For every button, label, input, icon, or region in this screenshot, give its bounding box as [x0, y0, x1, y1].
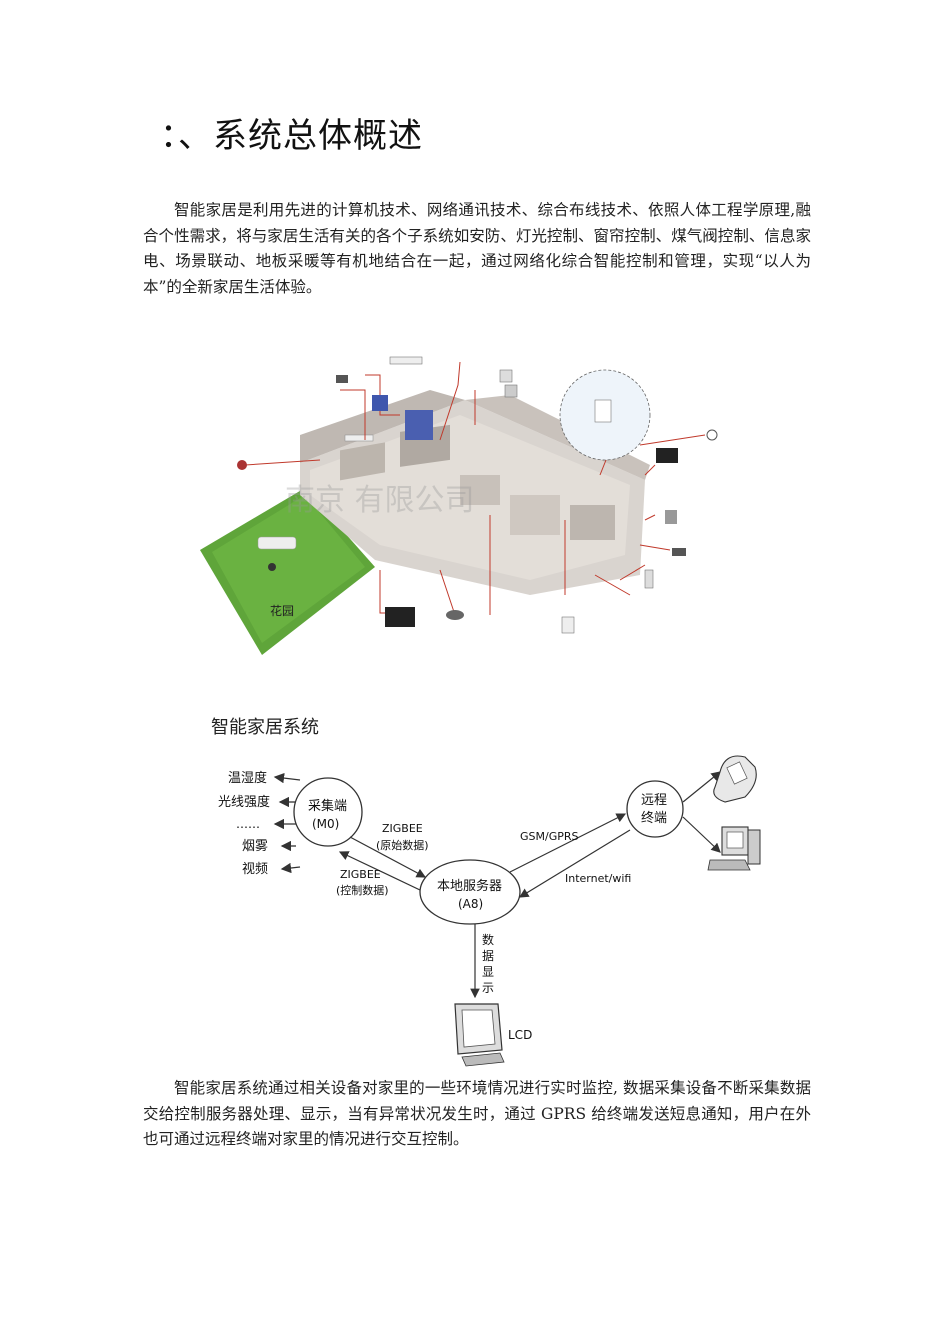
collector-label: 采集端	[308, 798, 347, 814]
zigbee-down-arrow	[338, 851, 421, 891]
sensor-label: 温湿度	[228, 770, 267, 786]
air-conditioner-icon	[344, 434, 374, 442]
system-architecture-diagram: 温湿度 光线强度 …… 烟雾 视频 采集端 (M0) 本地服务器 (A8) 远程…	[218, 755, 761, 1067]
zigbee-down-label-sub: (控制数据)	[336, 883, 389, 897]
tv-icon	[385, 607, 415, 627]
alarm-icon	[237, 460, 247, 470]
collector-node	[293, 777, 363, 847]
garden-label: 花园	[270, 603, 294, 618]
sensor-arrows	[273, 772, 301, 874]
internet-arrow	[518, 829, 631, 898]
remote-label: 远程	[641, 793, 667, 808]
garden-table-icon	[257, 536, 297, 550]
display-label-char: 显	[482, 965, 494, 979]
server-label-sub: (A8)	[458, 897, 483, 911]
sensor-label: 视频	[242, 862, 268, 877]
curtain-icon	[405, 410, 433, 440]
light-icon	[706, 429, 718, 441]
indoor-monitor-icon	[656, 448, 678, 463]
sensor-label: ……	[236, 817, 260, 831]
ac-unit-icon	[389, 356, 423, 365]
sensor-label: 烟雾	[242, 839, 268, 854]
video-phone-2-icon	[504, 384, 518, 398]
camera-icon	[336, 375, 348, 383]
intro-paragraph: 智能家居是利用先进的计算机技术、网络通讯技术、综合布线技术、依照人体工程学原理,…	[143, 201, 811, 296]
door-camera-icon	[665, 510, 677, 524]
display-label-char: 示	[482, 981, 494, 995]
gsm-label: GSM/GPRS	[520, 830, 579, 843]
remote-label-sub: 终端	[641, 810, 667, 826]
zigbee-down-label: ZIGBEE	[340, 868, 381, 881]
window-curtain-icon	[372, 395, 388, 411]
lcd-monitor-icon	[454, 1003, 505, 1067]
socket-icon	[561, 616, 575, 634]
collector-label-sub: (M0)	[312, 817, 339, 831]
house-back-wall	[300, 390, 465, 463]
garden-camera-icon	[268, 563, 276, 571]
zigbee-up-arrow	[349, 836, 427, 878]
internet-label: Internet/wifi	[565, 872, 631, 885]
sensor-label: 光线强度	[218, 794, 270, 810]
zigbee-up-label-sub: (原始数据)	[376, 838, 429, 852]
remote-node	[626, 780, 684, 838]
computer-icon	[707, 826, 761, 871]
phone-icon	[713, 755, 757, 803]
section-heading: ：、系统总体概述	[160, 116, 423, 156]
pc-arrow	[682, 816, 721, 853]
display-label-char: 据	[482, 949, 494, 963]
scanner-icon	[672, 548, 686, 556]
server-label: 本地服务器	[437, 878, 502, 894]
figure-caption: 智能家居系统	[211, 717, 319, 738]
watermark: 南京 有限公司	[285, 483, 475, 518]
phone-arrow	[682, 771, 721, 803]
gsm-arrow	[509, 813, 627, 873]
detector-icon	[644, 569, 654, 589]
display-label-char: 数	[482, 932, 494, 947]
lcd-label: LCD	[508, 1028, 532, 1042]
body-paragraph: 智能家居系统通过相关设备对家里的一些环境情况进行实时监控, 数据采集设备不断采集…	[143, 1079, 811, 1148]
zigbee-up-label: ZIGBEE	[382, 822, 423, 835]
video-phone-icon	[499, 369, 513, 383]
smart-home-illustration: 花园 南京 有限公司	[200, 356, 718, 655]
robot-vacuum-icon	[446, 610, 464, 620]
router-icon	[594, 399, 612, 423]
